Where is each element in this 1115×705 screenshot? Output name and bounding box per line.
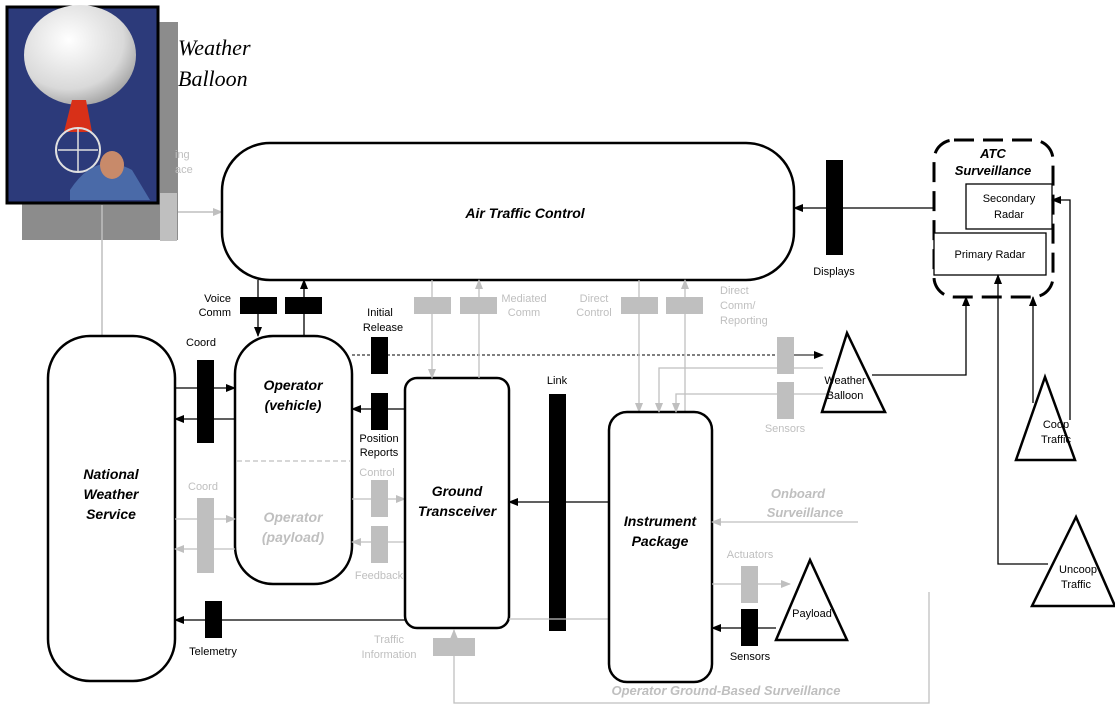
payload-label: Payload [792, 608, 832, 620]
hidden-interface-bar [160, 193, 177, 241]
feedback-bar [371, 526, 388, 563]
coord-bar [197, 360, 214, 443]
atc-surveillance-label-1: ATC [979, 146, 1006, 161]
mediated-comm-label-2: Comm [508, 307, 540, 319]
direct-comm-label-3: Reporting [720, 315, 768, 327]
sensors-bottom-label: Sensors [730, 651, 771, 663]
mediated-comm-label-1: Mediated [501, 293, 546, 305]
air-traffic-control-label: Air Traffic Control [464, 205, 585, 221]
coord-top-label: Coord [186, 337, 216, 349]
sensors-top-bar-upper [777, 337, 794, 374]
operator-ground-based-surveillance-label: Operator Ground-Based Surveillance [611, 683, 840, 698]
voice-comm-label-1: Voice [204, 293, 231, 305]
initial-release-label-2: Release [363, 322, 403, 334]
hidden-label-2: ace [175, 164, 193, 176]
voice-comm-label-2: Comm [199, 307, 231, 319]
coord-bottom-label: Coord [188, 481, 218, 493]
displays-label: Displays [813, 266, 855, 278]
position-reports-bar [371, 393, 388, 430]
photo-caption-line2: Balloon [178, 66, 248, 91]
ground-transceiver-label-1: Ground [432, 483, 483, 499]
position-reports-label-2: Reports [360, 447, 399, 459]
uncoop-traffic-label-2: Traffic [1061, 579, 1091, 591]
balloon-icon [24, 5, 136, 105]
operator-box[interactable] [233, 334, 354, 586]
ground-surveillance-line [450, 592, 930, 704]
position-reports-label-1: Position [359, 433, 398, 445]
payload-triangle[interactable] [774, 556, 849, 642]
feedback-label: Feedback [355, 570, 404, 582]
nws-label-2: Weather [84, 486, 141, 502]
atc-surveillance-box[interactable] [932, 138, 1055, 299]
link-bar [549, 394, 566, 631]
coop-traffic-triangle[interactable] [1014, 373, 1077, 462]
operator-payload-label-2: (payload) [262, 529, 325, 545]
telemetry-label: Telemetry [189, 646, 237, 658]
atc-surveillance-label-2: Surveillance [955, 163, 1032, 178]
operator-vehicle-label-2: (vehicle) [265, 397, 322, 413]
link-label: Link [547, 375, 568, 387]
instrument-package-label-1: Instrument [624, 513, 698, 529]
hidden-label-1: ing [175, 149, 190, 161]
uncoop-traffic-label-1: Uncoop [1059, 564, 1097, 576]
secondary-radar-box[interactable] [965, 183, 1053, 230]
actuators-label: Actuators [727, 549, 774, 561]
weather-balloon-label-1: Weather [824, 375, 866, 387]
direct-control-label-1: Direct [580, 293, 609, 305]
coop-traffic-label-2: Traffic [1041, 434, 1071, 446]
photo-caption-line1: Weather [178, 35, 251, 60]
traffic-information-label-2: Information [361, 649, 416, 661]
secondary-radar-label-2: Radar [994, 209, 1024, 221]
direct-comm-label-1: Direct [720, 285, 749, 297]
nws-label-3: Service [86, 506, 136, 522]
weather-balloon-triangle[interactable] [820, 329, 887, 414]
instrument-package-label-2: Package [632, 533, 689, 549]
initial-release-label-1: Initial [367, 307, 393, 319]
secondary-radar-label-1: Secondary [983, 193, 1036, 205]
onboard-surveillance-label-1: Onboard [771, 486, 826, 501]
uncoop-traffic-triangle[interactable] [1029, 514, 1115, 608]
sensors-top-bar-lower [777, 382, 794, 419]
weather-balloon-label-2: Balloon [827, 390, 864, 402]
nws-label-1: National [83, 466, 139, 482]
traffic-information-label-1: Traffic [374, 634, 404, 646]
weather-balloon-photo [5, 5, 178, 240]
direct-control-label-2: Control [576, 307, 611, 319]
coord-payload-bar [197, 498, 214, 573]
direct-comm-label-2: Comm/ [720, 300, 756, 312]
coop-traffic-label-1: Coop [1043, 419, 1069, 431]
onboard-surveillance-label-2: Surveillance [767, 505, 844, 520]
national-weather-service-box[interactable] [46, 334, 177, 683]
operator-vehicle-label-1: Operator [263, 377, 324, 393]
operator-payload-label-1: Operator [263, 509, 324, 525]
ground-transceiver-label-2: Transceiver [418, 503, 498, 519]
control-label: Control [359, 467, 394, 479]
primary-radar-box[interactable] [933, 232, 1047, 276]
primary-radar-label: Primary Radar [955, 249, 1026, 261]
sensors-top-label: Sensors [765, 423, 806, 435]
